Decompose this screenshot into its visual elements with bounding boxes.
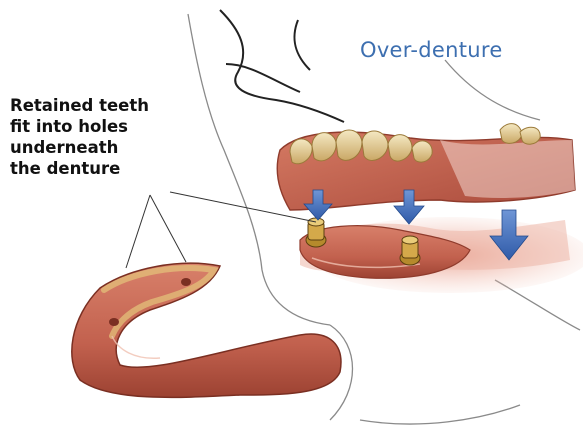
callout-line: underneath bbox=[10, 137, 210, 158]
callout-line: the denture bbox=[10, 158, 210, 179]
retained-tooth-post-1 bbox=[306, 218, 326, 247]
callout-line: Retained teeth bbox=[10, 95, 210, 116]
callout-line: fit into holes bbox=[10, 116, 210, 137]
removed-denture bbox=[72, 263, 341, 397]
retained-tooth-post-2 bbox=[400, 236, 420, 265]
callout-text: Retained teeth fit into holes underneath… bbox=[10, 95, 210, 179]
face-outline bbox=[220, 10, 344, 122]
diagram-title: Over-denture bbox=[360, 38, 503, 62]
